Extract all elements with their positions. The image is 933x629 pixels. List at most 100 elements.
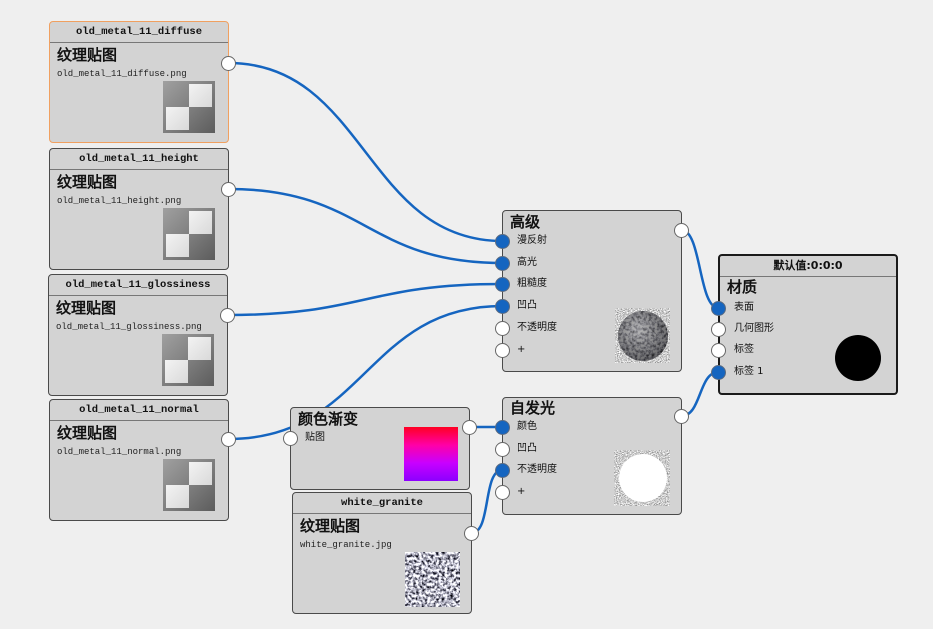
connection-wire[interactable] [680,228,720,310]
input-row-specular: 高光 [495,255,593,271]
advanced-material-node[interactable]: 高级 漫反射 高光 粗糙度 凹凸 不透明度 + [495,210,689,372]
checker-square [189,462,212,485]
texture-preview [405,552,460,607]
input-row-add: + [495,342,593,358]
output-port[interactable] [220,307,235,323]
texture-preview [162,334,214,386]
add-input-label: + [517,486,526,497]
input-port-geometry[interactable] [711,321,726,337]
input-port-color[interactable] [495,419,510,435]
texture-filename: old_metal_11_height.png [57,196,182,206]
add-input-port[interactable] [495,484,510,500]
output-port[interactable] [221,181,236,197]
input-port-opacity[interactable] [495,462,510,478]
input-row-map: 贴图 [283,430,381,446]
texture-node-diffuse[interactable]: old_metal_11_diffuse 纹理贴图 old_metal_11_d… [49,21,236,143]
input-label-tag-1: 标签 1 [734,366,764,377]
node-title: 纹理贴图 [56,299,117,317]
output-port[interactable] [221,431,236,447]
node-header: old_metal_11_normal [50,400,228,421]
texture-node-white-granite[interactable]: white_granite 纹理贴图 white_granite.jpg [292,492,479,614]
input-port-map[interactable] [283,430,298,446]
input-row-add: + [495,484,593,500]
input-port-opacity[interactable] [495,320,510,336]
input-label-opacity: 不透明度 [517,322,557,333]
connection-wire[interactable] [470,468,504,535]
input-row-geometry: 几何图形 [711,321,810,337]
input-label-diffuse: 漫反射 [517,235,547,246]
checker-square [166,234,189,257]
input-port-tag[interactable] [711,342,726,358]
input-label-bump: 凹凸 [517,443,537,454]
node-title: 颜色渐变 [298,410,359,428]
input-row-opacity: 不透明度 [495,320,593,336]
checker-square [189,84,212,107]
texture-filename: white_granite.jpg [300,540,392,550]
input-label-roughness: 粗糙度 [517,278,547,289]
input-row-roughness: 粗糙度 [495,276,593,292]
emission-sphere [619,454,667,502]
material-output-node[interactable]: 默认值:0:0:0 材质 表面 几何图形 标签 标签 1 [711,254,898,395]
input-label-map: 贴图 [305,432,325,443]
checker-square [166,107,189,130]
input-row-tag-1: 标签 1 [711,364,810,380]
emission-node[interactable]: 自发光 颜色 凹凸 不透明度 + [495,397,689,515]
node-title: 纹理贴图 [300,517,361,535]
input-port-bump[interactable] [495,298,510,314]
node-header: white_granite [293,493,471,514]
node-header: old_metal_11_height [50,149,228,170]
texture-preview [163,81,215,133]
input-label-surface: 表面 [734,302,754,313]
input-row-color: 颜色 [495,419,593,435]
connection-wire[interactable] [227,61,504,243]
output-port[interactable] [674,408,689,424]
node-header: old_metal_11_diffuse [50,22,228,43]
checker-square [166,485,189,508]
texture-filename: old_metal_11_normal.png [57,447,182,457]
input-row-diffuse: 漫反射 [495,233,593,249]
input-label-specular: 高光 [517,257,537,268]
add-input-label: + [517,344,526,355]
output-port[interactable] [464,525,479,541]
output-port[interactable] [462,419,477,435]
color-gradient-node[interactable]: 颜色渐变 贴图 [283,407,477,490]
input-port-bump[interactable] [495,441,510,457]
input-port-tag-1[interactable] [711,364,726,380]
checker-square [165,360,188,383]
checker-square [188,337,211,360]
sphere-texture [618,311,668,361]
input-port-roughness[interactable] [495,276,510,292]
texture-filename: old_metal_11_glossiness.png [56,322,202,332]
texture-preview [163,459,215,511]
input-label-tag: 标签 [734,344,754,355]
connection-wire[interactable] [680,370,720,418]
texture-node-normal[interactable]: old_metal_11_normal 纹理贴图 old_metal_11_no… [49,399,236,521]
input-port-diffuse[interactable] [495,233,510,249]
connection-wire[interactable] [226,282,504,317]
checker-square [189,211,212,234]
output-port[interactable] [674,222,689,238]
connection-wire[interactable] [227,187,504,265]
emission-preview [614,450,670,506]
texture-node-glossiness[interactable]: old_metal_11_glossiness 纹理贴图 old_metal_1… [48,274,235,396]
node-header: 默认值:0:0:0 [720,256,896,277]
node-title: 纹理贴图 [57,173,118,191]
granite-noise [405,552,460,607]
node-title: 纹理贴图 [57,46,118,64]
node-title: 自发光 [510,399,556,417]
node-title: 纹理贴图 [57,424,118,442]
texture-node-height[interactable]: old_metal_11_height 纹理贴图 old_metal_11_he… [49,148,236,270]
input-row-bump: 凹凸 [495,441,593,457]
input-port-surface[interactable] [711,300,726,316]
material-color-preview [835,335,881,381]
input-label-geometry: 几何图形 [734,323,774,334]
gradient-preview [404,427,458,481]
input-port-specular[interactable] [495,255,510,271]
input-label-color: 颜色 [517,421,537,432]
output-port[interactable] [221,55,236,71]
material-preview [615,308,670,363]
input-row-opacity: 不透明度 [495,462,593,478]
input-label-bump: 凹凸 [517,300,537,311]
add-input-port[interactable] [495,342,510,358]
